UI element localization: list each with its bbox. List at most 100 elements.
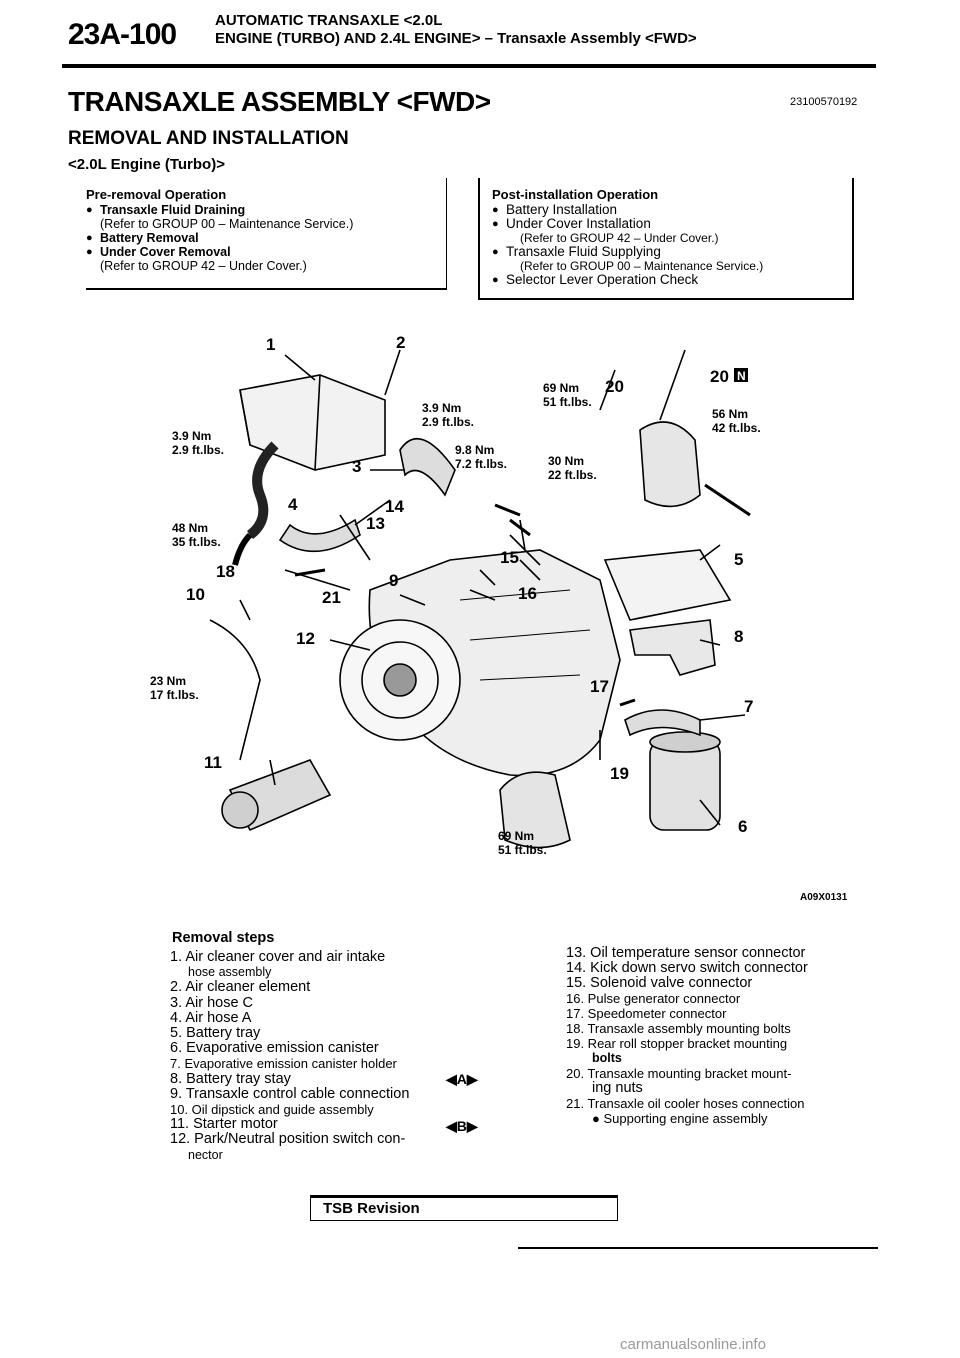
list-item: 13. Oil temperature sensor connector	[566, 945, 806, 961]
list-item: 11. Starter motor	[170, 1116, 278, 1133]
callout-1: 1	[266, 335, 275, 354]
transaxle-exploded-diagram: 1 2 3 4 5 6 7 8 9 10 11 12 13 14 15 16 1…	[150, 333, 761, 857]
callout-16: 16	[518, 584, 537, 603]
intake-hose-shape	[246, 441, 279, 539]
header-line-2: ENGINE (TURBO) AND 2.4L ENGINE> – Transa…	[215, 30, 697, 47]
torque-ft: 51 ft.lbs.	[498, 843, 547, 857]
callout-13: 13	[366, 514, 385, 533]
torque-ft: 42 ft.lbs.	[712, 421, 761, 435]
bullet-icon: ●	[492, 274, 499, 286]
post-installation-item: ● Under Cover Installation	[492, 217, 852, 231]
watermark: carmanualsonline.info	[620, 1336, 766, 1353]
torque-nm: 9.8 Nm	[455, 443, 494, 457]
list-item: 1. Air cleaner cover and air intake	[170, 949, 386, 965]
removal-steps-heading: Removal steps	[172, 930, 275, 946]
post-installation-item-label: Battery Installation	[506, 202, 618, 217]
roll-stopper-shape	[499, 771, 571, 849]
torque-nm: 56 Nm	[712, 407, 748, 421]
torque-nm: 3.9 Nm	[422, 401, 461, 415]
post-installation-item-sub: (Refer to GROUP 42 – Under Cover.)	[520, 231, 719, 245]
post-installation-item-label: Selector Lever Operation Check	[506, 272, 699, 287]
list-item: 14. Kick down servo switch connector	[566, 960, 808, 976]
bullet-icon: ●	[492, 246, 499, 258]
torque-nm: 48 Nm	[172, 521, 208, 535]
tsb-revision-box: TSB Revision	[310, 1195, 618, 1221]
callout-20-new: 20	[710, 367, 729, 386]
callout-17: 17	[590, 677, 609, 696]
torque-ft: 2.9 ft.lbs.	[422, 415, 474, 429]
page-id: 23A-100	[68, 18, 177, 51]
pre-removal-item-label: Transaxle Fluid Draining	[100, 203, 246, 217]
list-item: 15. Solenoid valve connector	[566, 975, 753, 991]
section-subtitle: REMOVAL AND INSTALLATION	[68, 128, 349, 149]
pre-removal-item: ● Transaxle Fluid Draining	[86, 203, 446, 217]
torque-ft: 22 ft.lbs.	[548, 468, 597, 482]
removal-steps-column-1: 1. Air cleaner cover and air intake hose…	[170, 949, 470, 1163]
list-item: 9. Transaxle control cable connection	[170, 1085, 410, 1102]
n-marker-text: N	[737, 369, 746, 383]
post-installation-item: ● Transaxle Fluid Supplying	[492, 245, 852, 259]
torque-ft: 17 ft.lbs.	[150, 688, 199, 702]
callout-4: 4	[288, 495, 298, 514]
callout-21: 21	[322, 588, 341, 607]
pre-removal-item-label: Battery Removal	[100, 231, 199, 245]
badge-letter: B	[456, 1118, 467, 1134]
pre-removal-item-sub: (Refer to GROUP 00 – Maintenance Service…	[100, 217, 354, 231]
list-item: bolts	[592, 1051, 622, 1065]
tsb-revision-label: TSB Revision	[323, 1200, 420, 1217]
torque-nm: 23 Nm	[150, 674, 186, 688]
list-item: 10. Oil dipstick and guide assembly	[170, 1102, 374, 1118]
removal-steps-column-2: 13. Oil temperature sensor connector 14.…	[566, 945, 886, 1127]
bullet-icon: ●	[492, 204, 499, 216]
battery-tray-shape	[603, 549, 732, 621]
pre-removal-item: ● Under Cover Removal	[86, 245, 446, 259]
callout-10: 10	[186, 585, 205, 604]
tray-stay-shape	[629, 619, 716, 676]
callout-11: 11	[204, 753, 222, 772]
callout-18: 18	[216, 562, 235, 581]
torque-ft: 51 ft.lbs.	[543, 395, 592, 409]
post-installation-item: ● Selector Lever Operation Check	[492, 273, 852, 287]
canister-holder-shape	[624, 709, 701, 737]
callout-6: 6	[738, 817, 747, 836]
torque-ft: 7.2 ft.lbs.	[455, 457, 507, 471]
callout-12: 12	[296, 629, 315, 648]
new-part-marker-icon	[734, 368, 748, 382]
figure-code: A09X0131	[800, 892, 848, 903]
callout-5: 5	[734, 550, 743, 569]
callout-20: 20	[605, 377, 624, 396]
document-number: 23100570192	[790, 96, 858, 108]
service-badge-a: ◀A▶	[446, 1071, 478, 1087]
bullet-icon: ●	[86, 246, 93, 258]
air-hose-c-shape	[399, 438, 456, 497]
mount-bracket-shape	[639, 421, 701, 508]
callout-3: 3	[352, 457, 361, 476]
list-item: 12. Park/Neutral position switch con-	[170, 1131, 406, 1148]
torque-nm: 69 Nm	[543, 381, 579, 395]
torque-nm: 30 Nm	[548, 454, 584, 468]
callout-15: 15	[500, 548, 519, 567]
list-item: 17. Speedometer connector	[566, 1006, 727, 1021]
pre-removal-item-sub: (Refer to GROUP 42 – Under Cover.)	[100, 259, 307, 273]
post-installation-box: Post-installation Operation ● Battery In…	[478, 178, 854, 300]
list-item: 7. Evaporative emission canister holder	[170, 1056, 397, 1072]
list-item: 16. Pulse generator connector	[566, 991, 741, 1006]
post-installation-item-sub: (Refer to GROUP 00 – Maintenance Service…	[520, 259, 764, 273]
callout-2: 2	[396, 333, 405, 352]
torque-ft: 35 ft.lbs.	[172, 535, 221, 549]
list-item: 6. Evaporative emission canister	[170, 1040, 379, 1057]
header-line-1: AUTOMATIC TRANSAXLE <2.0L	[215, 12, 443, 29]
canister-shape	[649, 739, 721, 831]
torque-nm: 69 Nm	[498, 829, 534, 843]
callout-14: 14	[385, 497, 404, 516]
post-installation-item-label: Under Cover Installation	[506, 216, 651, 231]
list-item: ing nuts	[592, 1080, 643, 1096]
bullet-icon: ●	[592, 1111, 604, 1126]
list-item: 3. Air hose C	[170, 994, 254, 1011]
footer-rule	[518, 1247, 878, 1249]
list-item: hose assembly	[188, 965, 272, 980]
list-item: 5. Battery tray	[170, 1025, 261, 1042]
list-item: 2. Air cleaner element	[170, 979, 311, 996]
list-item: 21. Transaxle oil cooler hoses connectio…	[566, 1096, 805, 1111]
bullet-icon: ●	[86, 204, 93, 216]
